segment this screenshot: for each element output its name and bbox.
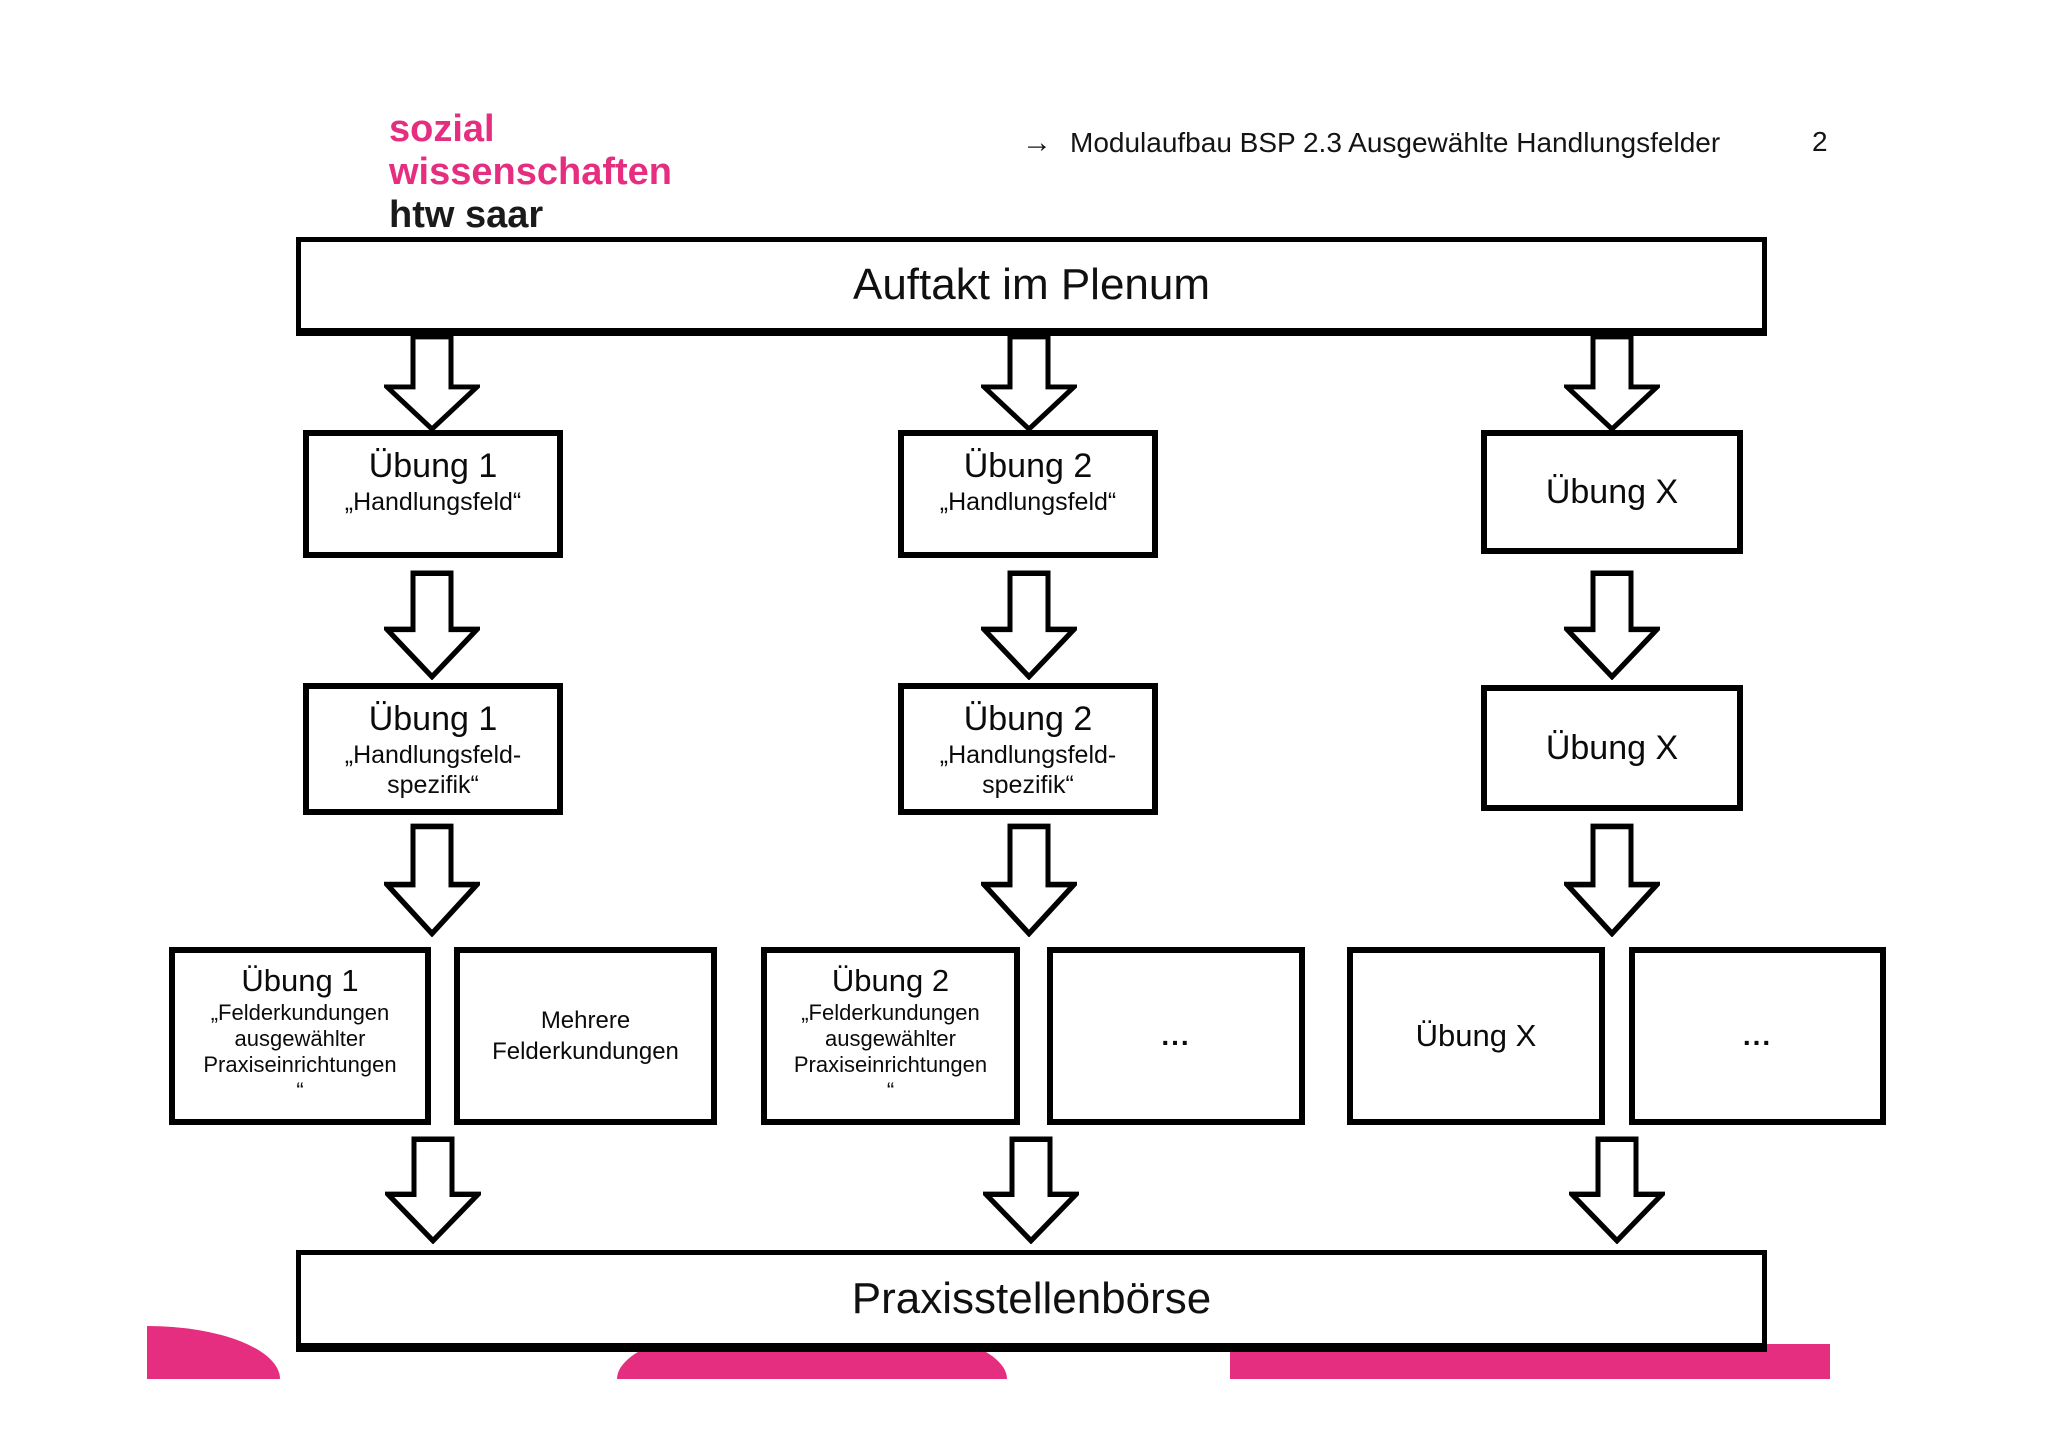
- down-arrow-icon: [1564, 570, 1660, 680]
- header-title: Modulaufbau BSP 2.3 Ausgewählte Handlung…: [1070, 127, 1721, 158]
- node-subtitle: „Felderkundungen ausgewählter Praxiseinr…: [793, 1000, 988, 1103]
- node-uebungX-row3: Übung X: [1347, 947, 1605, 1125]
- footer-quarter-ellipse-shape: [147, 1326, 280, 1379]
- node-uebung2-handlungsfeld: Übung 2 „Handlungsfeld“: [898, 430, 1158, 558]
- node-uebungX-row2: Übung X: [1481, 685, 1743, 811]
- node-title: Übung 2: [831, 963, 950, 998]
- down-arrow-icon: [1564, 823, 1660, 937]
- down-arrow-icon: [1564, 334, 1660, 432]
- down-arrow-icon: [981, 334, 1077, 432]
- node-title: Übung 1: [241, 963, 359, 998]
- node-subtitle: „Handlungsfeld- spezifik“: [939, 741, 1117, 799]
- down-arrow-icon: [384, 334, 480, 432]
- down-arrow-icon: [1569, 1136, 1665, 1244]
- node-auftakt-im-plenum: Auftakt im Plenum: [296, 237, 1767, 336]
- node-uebung1-handlungsfeld: Übung 1 „Handlungsfeld“: [303, 430, 563, 558]
- node-uebungX-row1: Übung X: [1481, 430, 1743, 554]
- node-title: Übung 2: [963, 700, 1093, 738]
- header-arrow-icon: →: [1022, 126, 1052, 159]
- node-subtitle: „Handlungsfeld- spezifik“: [344, 741, 522, 799]
- down-arrow-icon: [983, 1136, 1079, 1244]
- logo-line-sozial: sozial: [389, 108, 495, 150]
- node-subtitle: „Felderkundungen ausgewählter Praxiseinr…: [203, 1000, 397, 1103]
- node-ellipsis-col3: ...: [1629, 947, 1886, 1125]
- node-title: Übung 1: [368, 447, 498, 485]
- down-arrow-icon: [385, 1136, 481, 1244]
- node-uebung2-handlungsfeldspezifik: Übung 2 „Handlungsfeld- spezifik“: [898, 683, 1158, 815]
- node-subtitle: „Handlungsfeld“: [939, 488, 1117, 516]
- page-number: 2: [1812, 126, 1828, 157]
- node-label: ...: [1161, 1020, 1191, 1051]
- node-uebung1-felderkundungen: Übung 1 „Felderkundungen ausgewählter Pr…: [169, 947, 431, 1125]
- down-arrow-icon: [981, 570, 1077, 680]
- slide-header: → Modulaufbau BSP 2.3 Ausgewählte Handlu…: [1022, 126, 1720, 160]
- node-label: Auftakt im Plenum: [852, 260, 1211, 309]
- node-label: ...: [1742, 1020, 1773, 1051]
- node-mehrere-felderkundungen: Mehrere Felderkundungen: [454, 947, 717, 1125]
- node-title: Übung X: [1545, 473, 1679, 511]
- node-title: Übung X: [1545, 729, 1679, 767]
- node-label: Praxisstellenbörse: [851, 1274, 1212, 1323]
- down-arrow-icon: [981, 823, 1077, 937]
- node-title: Übung 1: [368, 700, 498, 738]
- node-title: Übung X: [1415, 1018, 1537, 1053]
- node-uebung1-handlungsfeldspezifik: Übung 1 „Handlungsfeld- spezifik“: [303, 683, 563, 815]
- logo-htw-saar: sozial wissenschaften htw saar: [389, 108, 672, 237]
- node-praxisstellenboerse: Praxisstellenbörse: [296, 1250, 1767, 1352]
- node-uebung2-felderkundungen: Übung 2 „Felderkundungen ausgewählter Pr…: [761, 947, 1020, 1125]
- down-arrow-icon: [384, 823, 480, 937]
- logo-line-htw-saar: htw saar: [389, 194, 544, 236]
- logo-line-wissenschaften: wissenschaften: [389, 151, 672, 193]
- node-title: Übung 2: [963, 447, 1093, 485]
- node-label: Mehrere Felderkundungen: [492, 1007, 679, 1065]
- node-subtitle: „Handlungsfeld“: [344, 488, 522, 516]
- node-ellipsis-col2: ...: [1047, 947, 1305, 1125]
- down-arrow-icon: [384, 570, 480, 680]
